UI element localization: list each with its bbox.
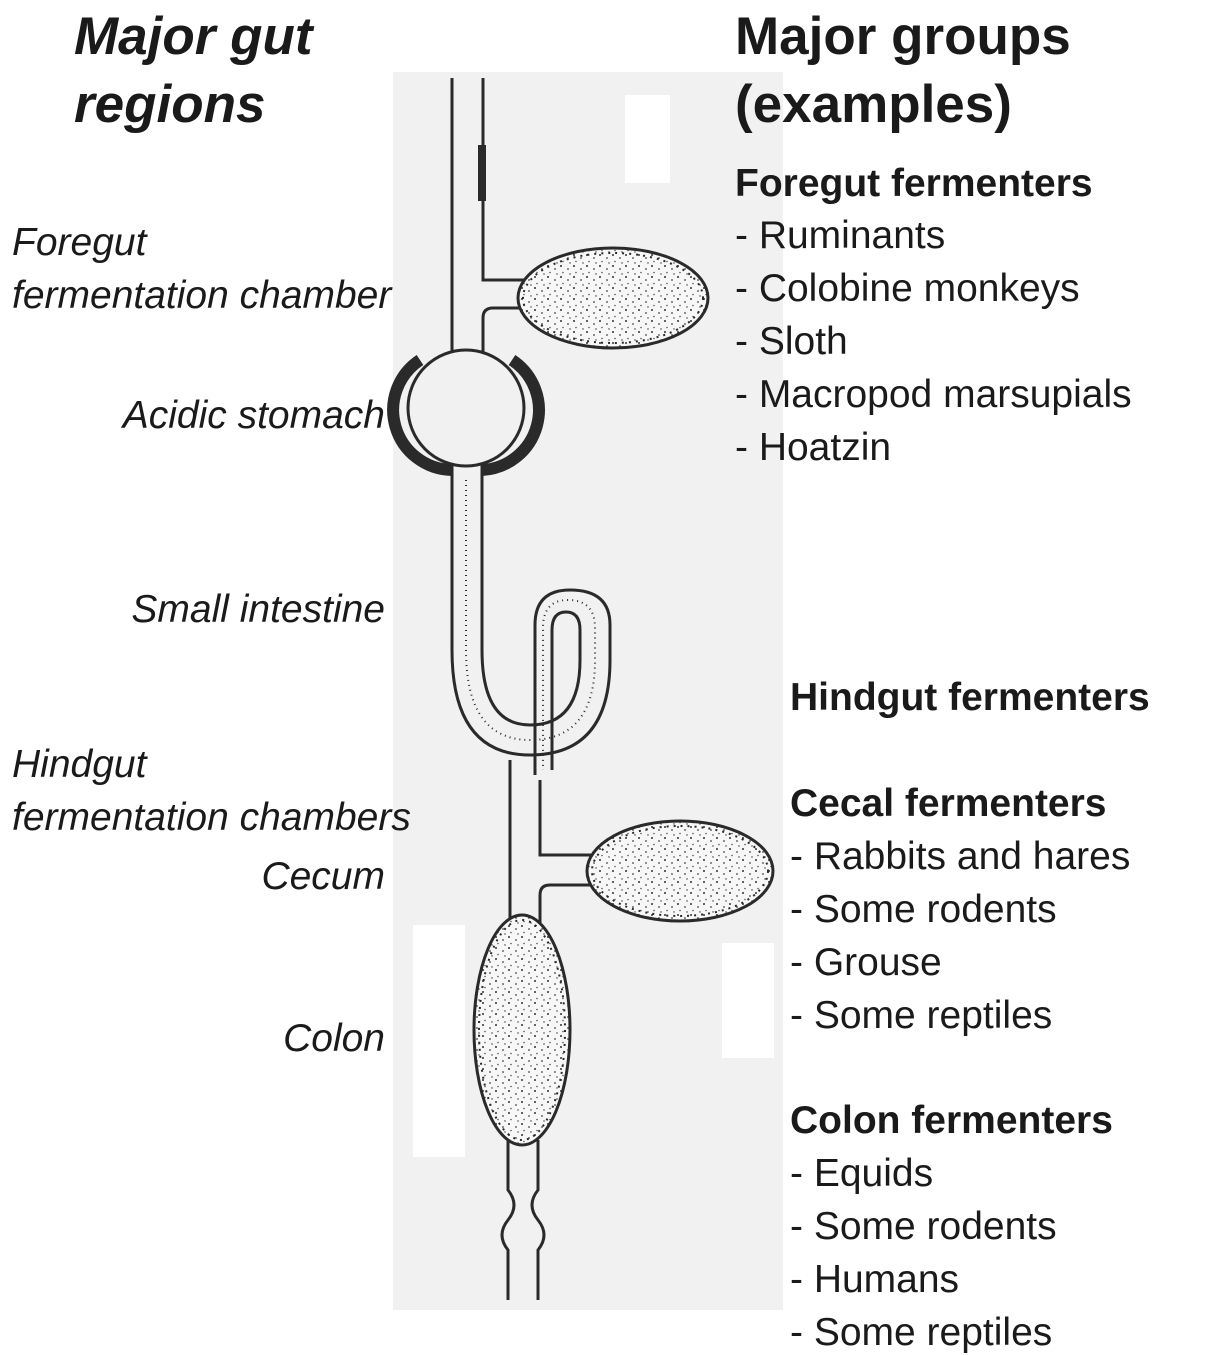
group-cecal-item: - Rabbits and hares (790, 837, 1130, 876)
group-cecal-item: - Some reptiles (790, 996, 1052, 1035)
group-foregut-item: - Colobine monkeys (735, 269, 1080, 308)
colon (474, 915, 570, 1145)
regions-header-line2: regions (74, 78, 265, 131)
group-foregut-item: - Sloth (735, 322, 848, 361)
label-foregut-line2: fermentation chamber (12, 276, 391, 315)
group-foregut-item: - Hoatzin (735, 428, 891, 467)
group-cecal-title: Cecal fermenters (790, 784, 1107, 823)
group-colon-item: - Some rodents (790, 1207, 1057, 1246)
label-colon: Colon (283, 1019, 385, 1058)
label-acidic-stomach: Acidic stomach (123, 396, 385, 435)
groups-header-line1: Major groups (735, 10, 1071, 63)
group-colon-title: Colon fermenters (790, 1101, 1113, 1140)
label-foregut-line1: Foregut (12, 223, 146, 262)
label-cecum: Cecum (261, 857, 385, 896)
label-hindgut-line2: fermentation chambers (12, 798, 411, 837)
regions-header-line1: Major gut (74, 10, 312, 63)
group-colon-item: - Equids (790, 1154, 933, 1193)
group-colon-item: - Humans (790, 1260, 959, 1299)
foregut-chamber (518, 248, 708, 348)
group-foregut-item: - Ruminants (735, 216, 945, 255)
label-hindgut-line1: Hindgut (12, 745, 146, 784)
group-colon-item: - Some reptiles (790, 1313, 1052, 1352)
groups-header-line2: (examples) (735, 78, 1012, 131)
label-small-intestine: Small intestine (131, 590, 385, 629)
group-hindgut-title: Hindgut fermenters (790, 678, 1150, 717)
group-foregut-item: - Macropod marsupials (735, 375, 1132, 414)
group-cecal-item: - Some rodents (790, 890, 1057, 929)
esophagus-band (478, 145, 486, 201)
acidic-stomach (408, 350, 524, 466)
group-foregut-title: Foregut fermenters (735, 164, 1093, 203)
cecum (587, 821, 773, 921)
group-cecal-item: - Grouse (790, 943, 942, 982)
